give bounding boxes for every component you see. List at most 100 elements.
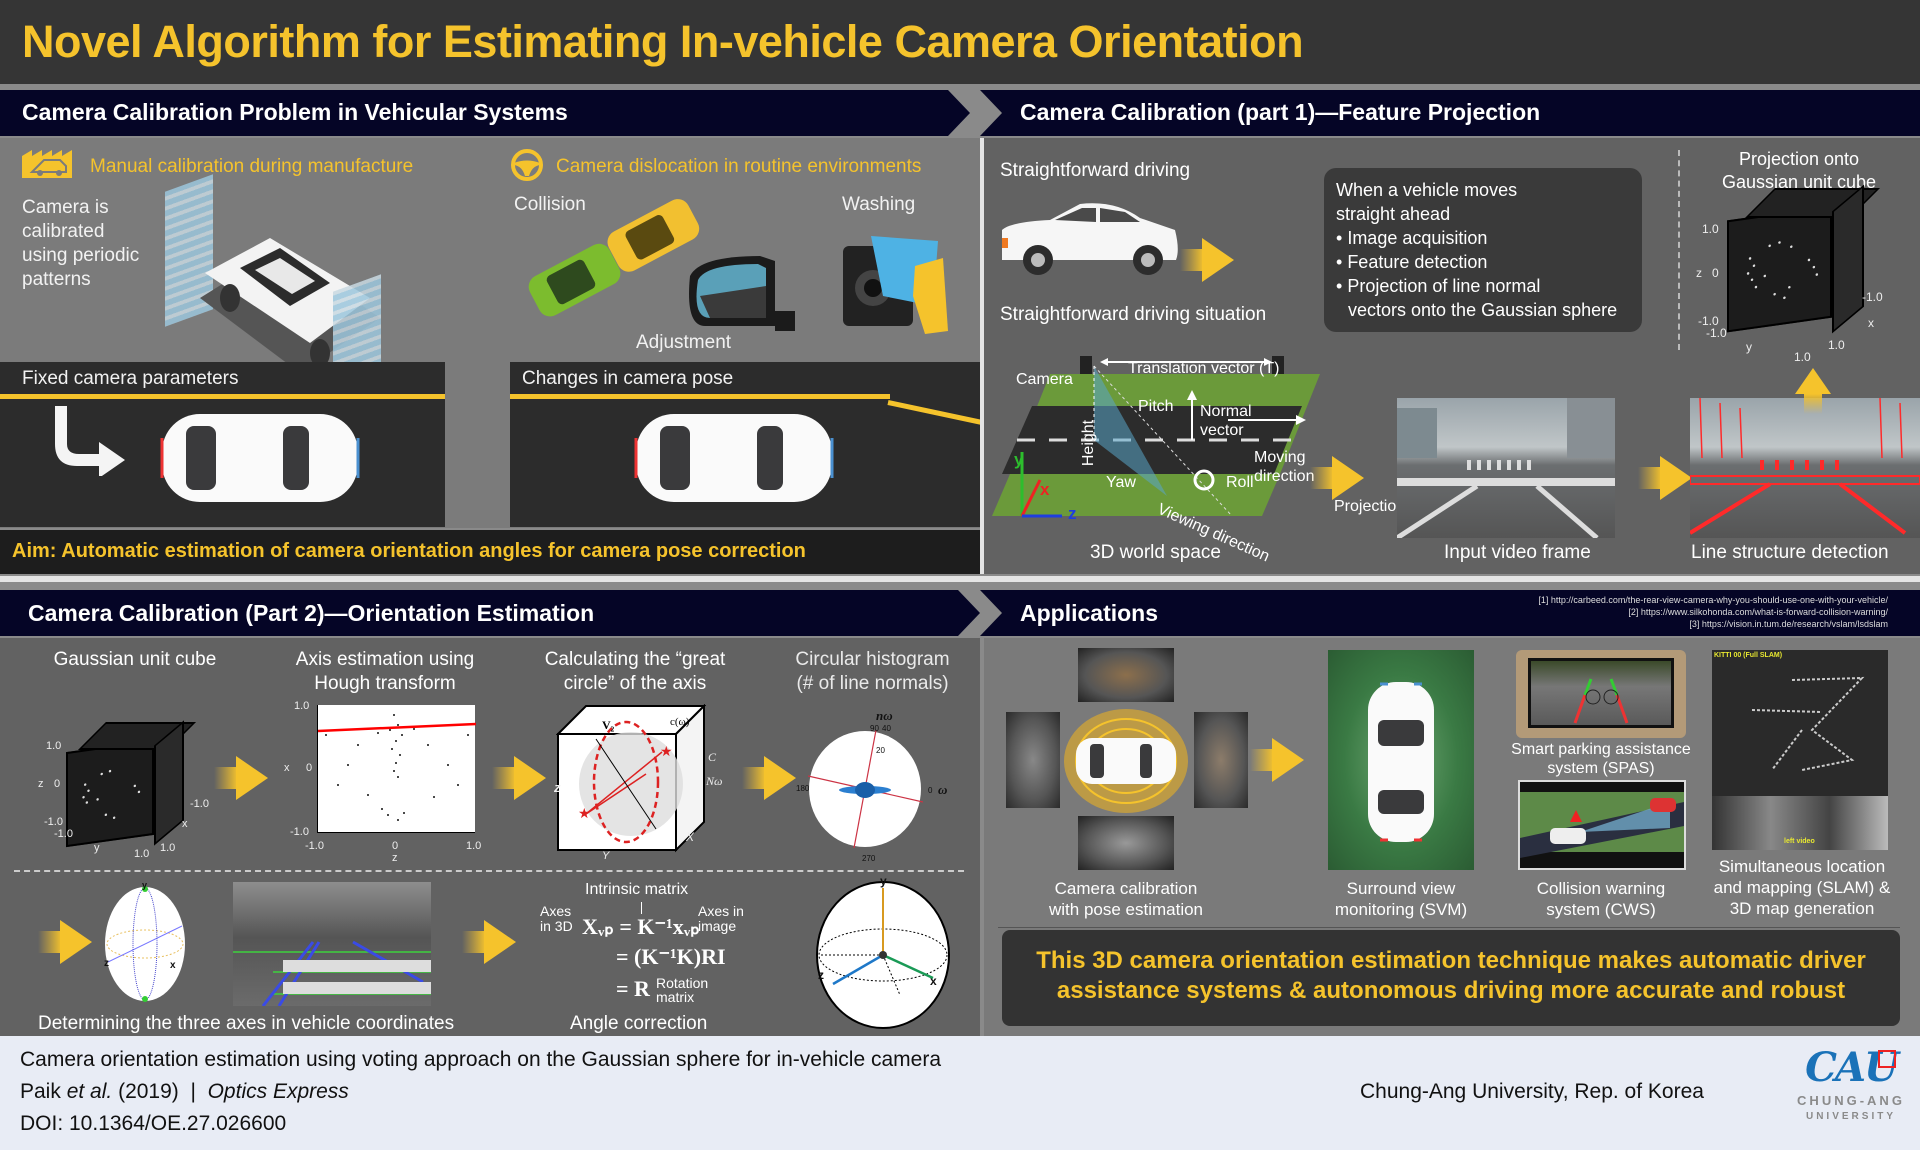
label-line: direction bbox=[1254, 468, 1315, 485]
fisheye-right-image bbox=[1194, 712, 1248, 808]
caption-line: and mapping (SLAM) & bbox=[1713, 878, 1891, 897]
hist-angle-label: 0 bbox=[928, 786, 933, 795]
axis-y-label: y bbox=[1014, 450, 1024, 469]
projection-label: Projection bbox=[1334, 498, 1406, 515]
strip-underline bbox=[0, 394, 445, 399]
conclusion-line: assistance systems & autonomous driving … bbox=[1056, 977, 1846, 1004]
axis-label: -1.0 bbox=[190, 798, 209, 810]
great-circle-plot: ★★ bbox=[555, 703, 707, 854]
author: Paik bbox=[20, 1080, 61, 1103]
adjustment-label: Adjustment bbox=[636, 332, 732, 353]
sphere-axis-label: x bbox=[930, 974, 937, 988]
line-detection-caption: Line structure detection bbox=[1691, 542, 1889, 563]
caption-line: Collision warning bbox=[1536, 879, 1666, 898]
part1-panel: Straightforward driving Straightforward … bbox=[982, 138, 1920, 574]
applications-header: Applications [1] http://carbeed.com/the-… bbox=[980, 590, 1920, 636]
step-title-line: Axis estimation using bbox=[295, 649, 475, 670]
bullet-item: • Image acquisition bbox=[1336, 228, 1488, 248]
step-title-line: circle” of the axis bbox=[563, 673, 707, 694]
roll-label: Roll bbox=[1226, 474, 1254, 491]
tick-label: 1.0 bbox=[466, 840, 482, 852]
problem-panel: Manual calibration during manufacture Ca… bbox=[0, 138, 982, 528]
strip-underline bbox=[510, 394, 890, 399]
cws-image bbox=[1518, 780, 1686, 870]
axis-label: -1.0 bbox=[44, 816, 63, 828]
part2-panel: Gaussian unit cube Axis estimation using… bbox=[0, 638, 980, 1036]
caption-line: with pose estimation bbox=[1048, 900, 1204, 919]
chevron-icon bbox=[980, 90, 1002, 136]
slam-overlay-label: KITTI 00 (Full SLAM) bbox=[1714, 652, 1783, 659]
panel-divider bbox=[998, 927, 1900, 928]
slam-image: KITTI 00 (Full SLAM) left video bbox=[1712, 650, 1888, 850]
problem-header-title: Camera Calibration Problem in Vehicular … bbox=[22, 99, 568, 125]
axis-label: -1.0 bbox=[54, 828, 73, 840]
desc-line: calibrated bbox=[22, 221, 105, 242]
arrow-icon bbox=[1310, 456, 1366, 500]
pitch-label: Pitch bbox=[1138, 398, 1174, 415]
scatter-points bbox=[82, 769, 141, 819]
gc-label-c-omega: c(ω) bbox=[670, 716, 690, 728]
washing-label: Washing bbox=[842, 194, 916, 215]
axis-label: 1.0 bbox=[134, 848, 150, 860]
tick-label: 0 bbox=[306, 762, 313, 774]
axis-label: -1.0 bbox=[1862, 290, 1883, 304]
vehicle-axes-frame-image bbox=[233, 882, 431, 1006]
app-caption: Surround view monitoring (SVM) bbox=[1304, 878, 1498, 920]
equation-line-3: = R bbox=[616, 976, 650, 1001]
app-caption: Smart parking assistance system (SPAS) bbox=[1494, 740, 1708, 778]
year: (2019) bbox=[118, 1080, 179, 1103]
intrinsic-matrix-label: Intrinsic matrix bbox=[585, 881, 689, 898]
app-caption: Collision warning system (CWS) bbox=[1504, 878, 1698, 920]
world-space-caption: 3D world space bbox=[1090, 542, 1221, 563]
caption-line: Smart parking assistance bbox=[1511, 741, 1691, 758]
determining-caption: Determining the three axes in vehicle co… bbox=[38, 1013, 455, 1034]
caption-line: Camera calibration bbox=[1054, 879, 1198, 898]
cube-title-line: Gaussian unit cube bbox=[1721, 172, 1877, 192]
fisheye-top-image bbox=[1078, 648, 1174, 702]
axis-label: 1.0 bbox=[1702, 222, 1719, 236]
axis-label: y bbox=[1746, 340, 1752, 354]
arrow-icon bbox=[1638, 456, 1694, 500]
dashed-divider bbox=[1678, 150, 1680, 350]
sphere-axis-label: x bbox=[170, 960, 176, 971]
straight-driving-label: Straightforward driving bbox=[1000, 160, 1191, 181]
axis-sphere-plot bbox=[104, 886, 186, 1002]
axes-3d-label: Axes in 3D bbox=[540, 904, 573, 934]
svm-image bbox=[1328, 650, 1474, 870]
cube-title-line: Projection onto bbox=[1738, 149, 1860, 169]
step-title: Gaussian unit cube bbox=[25, 648, 245, 672]
label-line: Axes bbox=[540, 903, 572, 919]
rotation-matrix-label: Rotation matrix bbox=[656, 976, 708, 1004]
label-line: in 3D bbox=[540, 918, 573, 934]
journal[interactable]: Optics Express bbox=[207, 1080, 349, 1103]
gaussian-cube-plot bbox=[66, 739, 154, 848]
caption-line: system (SPAS) bbox=[1547, 760, 1655, 777]
bullet-item: • Feature detection bbox=[1336, 252, 1488, 272]
reference-link[interactable]: [3] https://vision.in.tum.de/research/vs… bbox=[1689, 619, 1888, 629]
washing-illustration bbox=[843, 236, 953, 336]
doi[interactable]: DOI: 10.1364/OE.27.026600 bbox=[20, 1112, 287, 1135]
gc-label-x: X bbox=[686, 830, 695, 844]
hough-plot bbox=[317, 705, 477, 833]
label-line: Rotation bbox=[656, 975, 709, 991]
title-bar: Novel Algorithm for Estimating In-vehicl… bbox=[0, 0, 1920, 84]
bullet-text: Projection of line normal bbox=[1347, 276, 1541, 296]
axis-label: 0 bbox=[1712, 266, 1719, 280]
fisheye-bottom-image bbox=[1078, 816, 1174, 870]
reference-link[interactable]: [1] http://carbeed.com/the-rear-view-cam… bbox=[1538, 595, 1888, 605]
car-topview-fixed bbox=[158, 408, 362, 508]
cau-logo-accent bbox=[1878, 1050, 1896, 1068]
mirror-illustration bbox=[680, 256, 815, 336]
cau-logo-line1: CHUNG-ANG bbox=[1797, 1093, 1905, 1108]
input-frame-caption: Input video frame bbox=[1444, 542, 1591, 563]
gc-label-n-omega: Nω bbox=[706, 774, 723, 788]
reference-link[interactable]: [2] https://www.silkohonda.com/what-is-f… bbox=[1628, 607, 1888, 617]
corrected-sphere-plot bbox=[815, 880, 951, 1030]
caption-line: monitoring (SVM) bbox=[1334, 900, 1468, 919]
manual-heading: Manual calibration during manufacture bbox=[90, 156, 414, 177]
desc-line: Camera is bbox=[22, 197, 109, 218]
hist-label-n-omega: nω bbox=[876, 708, 893, 723]
up-arrow-tail bbox=[1804, 394, 1822, 414]
collision-cars-illustration bbox=[518, 196, 718, 326]
side-car-illustration bbox=[1000, 200, 1180, 280]
